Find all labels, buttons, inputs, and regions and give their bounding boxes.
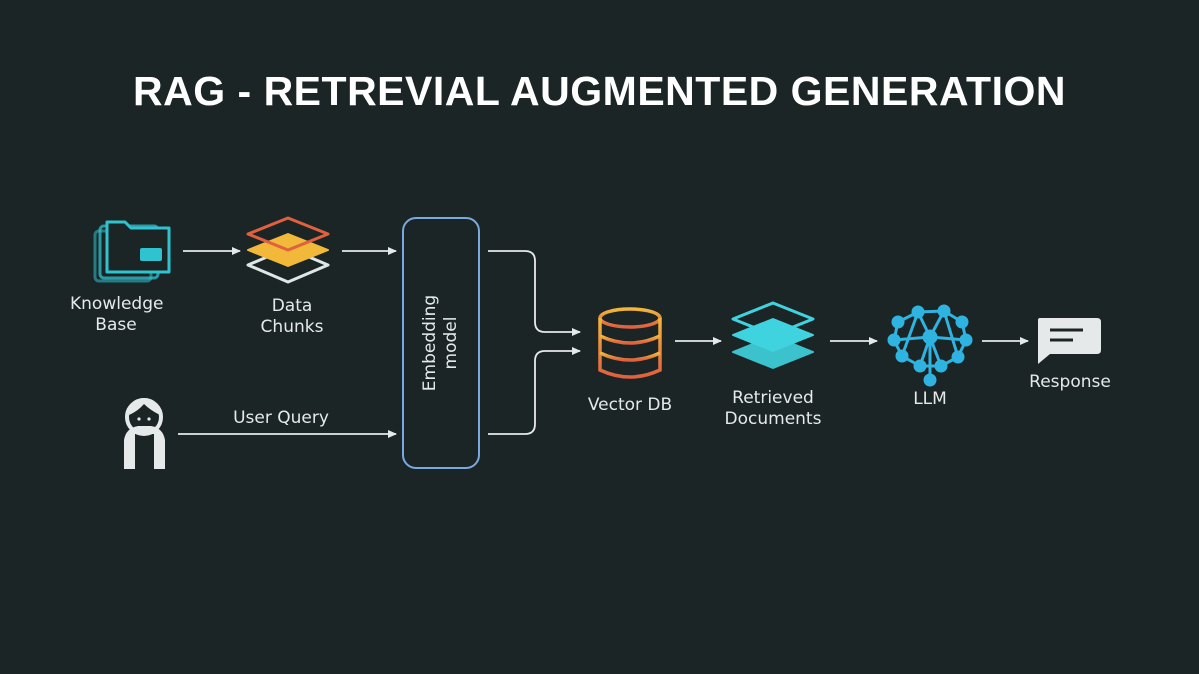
user-query-label: User Query	[233, 408, 329, 428]
arrow-embedding-to-db-upper	[488, 250, 581, 336]
folder-icon	[93, 220, 171, 283]
user-icon	[124, 398, 165, 469]
layers-icon	[246, 216, 330, 284]
arrow-embedding-to-db-lower	[488, 347, 581, 435]
retrieved-documents-label: Retrieved Documents	[724, 388, 822, 429]
embedding-model-label: Embedding model	[420, 294, 461, 392]
knowledge-base-label: Knowledge Base	[70, 294, 164, 335]
flow-arrows	[178, 247, 1029, 438]
vector-db-label: Vector DB	[587, 395, 673, 415]
data-chunks-label: Data Chunks	[260, 296, 324, 337]
chat-bubble-icon	[1038, 318, 1101, 364]
response-label: Response	[1029, 372, 1111, 392]
page-title: RAG - RETREVIAL AUGMENTED GENERATION	[133, 68, 1066, 114]
stack-icon	[731, 301, 815, 369]
embedding-model-box	[402, 217, 480, 469]
neural-network-icon	[887, 304, 973, 387]
database-icon	[598, 307, 662, 379]
llm-label: LLM	[913, 389, 947, 409]
